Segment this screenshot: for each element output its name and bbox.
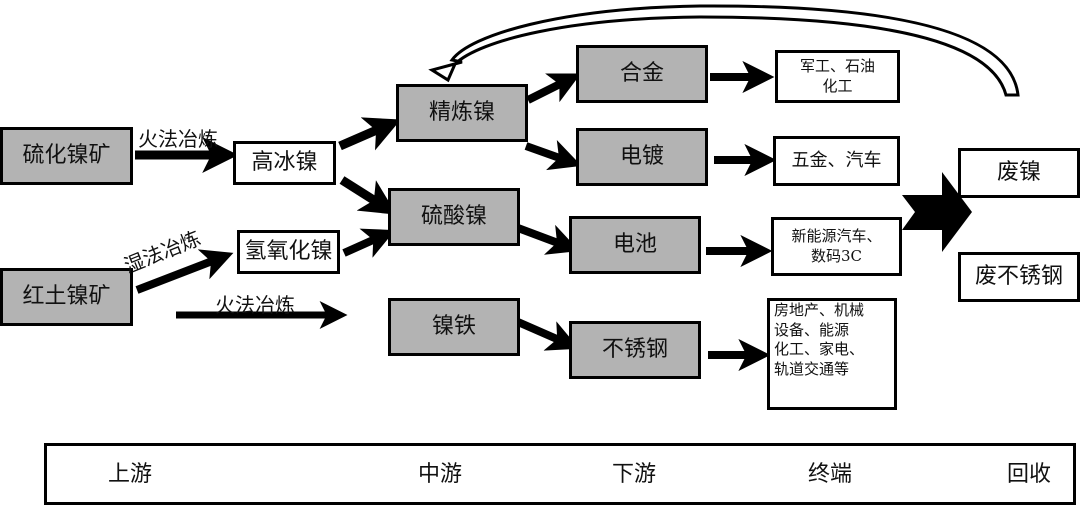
app-line: 房地产、机械 bbox=[774, 301, 865, 319]
stage-upstream: 上游 bbox=[108, 462, 153, 487]
node-label: 废镍 bbox=[996, 159, 1041, 185]
arrow-matte-to-refined bbox=[338, 117, 401, 151]
node-label: 合金 bbox=[619, 60, 664, 86]
stage-terminal: 终端 bbox=[808, 462, 853, 487]
node-alloy: 合金 bbox=[576, 45, 708, 103]
node-stainless-steel: 不锈钢 bbox=[569, 321, 701, 379]
arrow-ferronickel-to-stainless bbox=[516, 318, 580, 351]
node-nickel-matte: 高冰镍 bbox=[233, 141, 336, 185]
node-nickel-hydroxide: 氢氧化镍 bbox=[237, 230, 340, 274]
node-label: 氢氧化镍 bbox=[244, 238, 333, 264]
app-line: 新能源汽车、 bbox=[791, 227, 882, 245]
stage-recycle: 回收 bbox=[1007, 462, 1052, 487]
app-line: 设备、能源 bbox=[774, 320, 850, 339]
app-line: 化工、家电、 bbox=[774, 340, 865, 358]
app-stainless: 房地产、机械 设备、能源 化工、家电、 轨道交通等 bbox=[767, 298, 897, 410]
node-laterite-ore: 红土镍矿 bbox=[0, 268, 133, 326]
label-sulfide-pyrometallurgy: 火法冶炼 bbox=[138, 127, 218, 151]
node-label: 精炼镍 bbox=[428, 99, 495, 125]
big-recycle-arrow bbox=[902, 172, 972, 252]
node-label: 硫化镍矿 bbox=[22, 142, 111, 168]
stage-midstream: 中游 bbox=[418, 462, 463, 487]
arrow-matte-to-sulfate bbox=[339, 176, 397, 215]
node-refined-nickel: 精炼镍 bbox=[396, 84, 528, 142]
arrow-refined-to-alloy bbox=[526, 73, 581, 104]
app-battery: 新能源汽车、 数码3C bbox=[771, 217, 902, 276]
arrow-laterite-to-hydroxide bbox=[135, 249, 234, 294]
node-scrap-stainless: 废不锈钢 bbox=[958, 252, 1080, 302]
app-line: 化工 bbox=[822, 76, 853, 95]
stage-downstream: 下游 bbox=[612, 462, 657, 487]
node-label: 镍铁 bbox=[431, 313, 476, 339]
app-line: 军工、石油 bbox=[799, 57, 875, 75]
stage-banner bbox=[44, 443, 1076, 505]
app-line: 五金、汽车 bbox=[791, 150, 882, 172]
node-label: 废不锈钢 bbox=[974, 263, 1063, 289]
node-nickel-sulfate: 硫酸镍 bbox=[388, 188, 520, 246]
app-line: 数码3C bbox=[810, 246, 863, 265]
label-laterite-pyrometallurgy: 火法冶炼 bbox=[215, 293, 295, 317]
node-battery: 电池 bbox=[569, 216, 701, 274]
node-label: 电镀 bbox=[619, 143, 664, 169]
arrow-refined-to-electroplating bbox=[524, 140, 582, 171]
recycle-curve-arrow bbox=[428, 4, 1020, 97]
node-electroplating: 电镀 bbox=[576, 128, 708, 186]
node-label: 电池 bbox=[612, 231, 657, 257]
node-scrap-nickel: 废镍 bbox=[958, 148, 1080, 198]
node-label: 硫酸镍 bbox=[420, 203, 487, 229]
app-electroplating: 五金、汽车 bbox=[773, 136, 900, 186]
arrow-hydroxide-to-sulfate bbox=[342, 228, 396, 258]
node-label: 不锈钢 bbox=[601, 336, 668, 362]
node-label: 高冰镍 bbox=[251, 149, 318, 175]
arrow-sulfate-to-battery bbox=[516, 224, 580, 255]
node-label: 红土镍矿 bbox=[22, 283, 111, 309]
app-alloy: 军工、石油 化工 bbox=[775, 50, 900, 103]
app-line: 轨道交通等 bbox=[774, 359, 850, 378]
node-sulfide-ore: 硫化镍矿 bbox=[0, 127, 133, 185]
node-ferronickel: 镍铁 bbox=[388, 298, 520, 356]
